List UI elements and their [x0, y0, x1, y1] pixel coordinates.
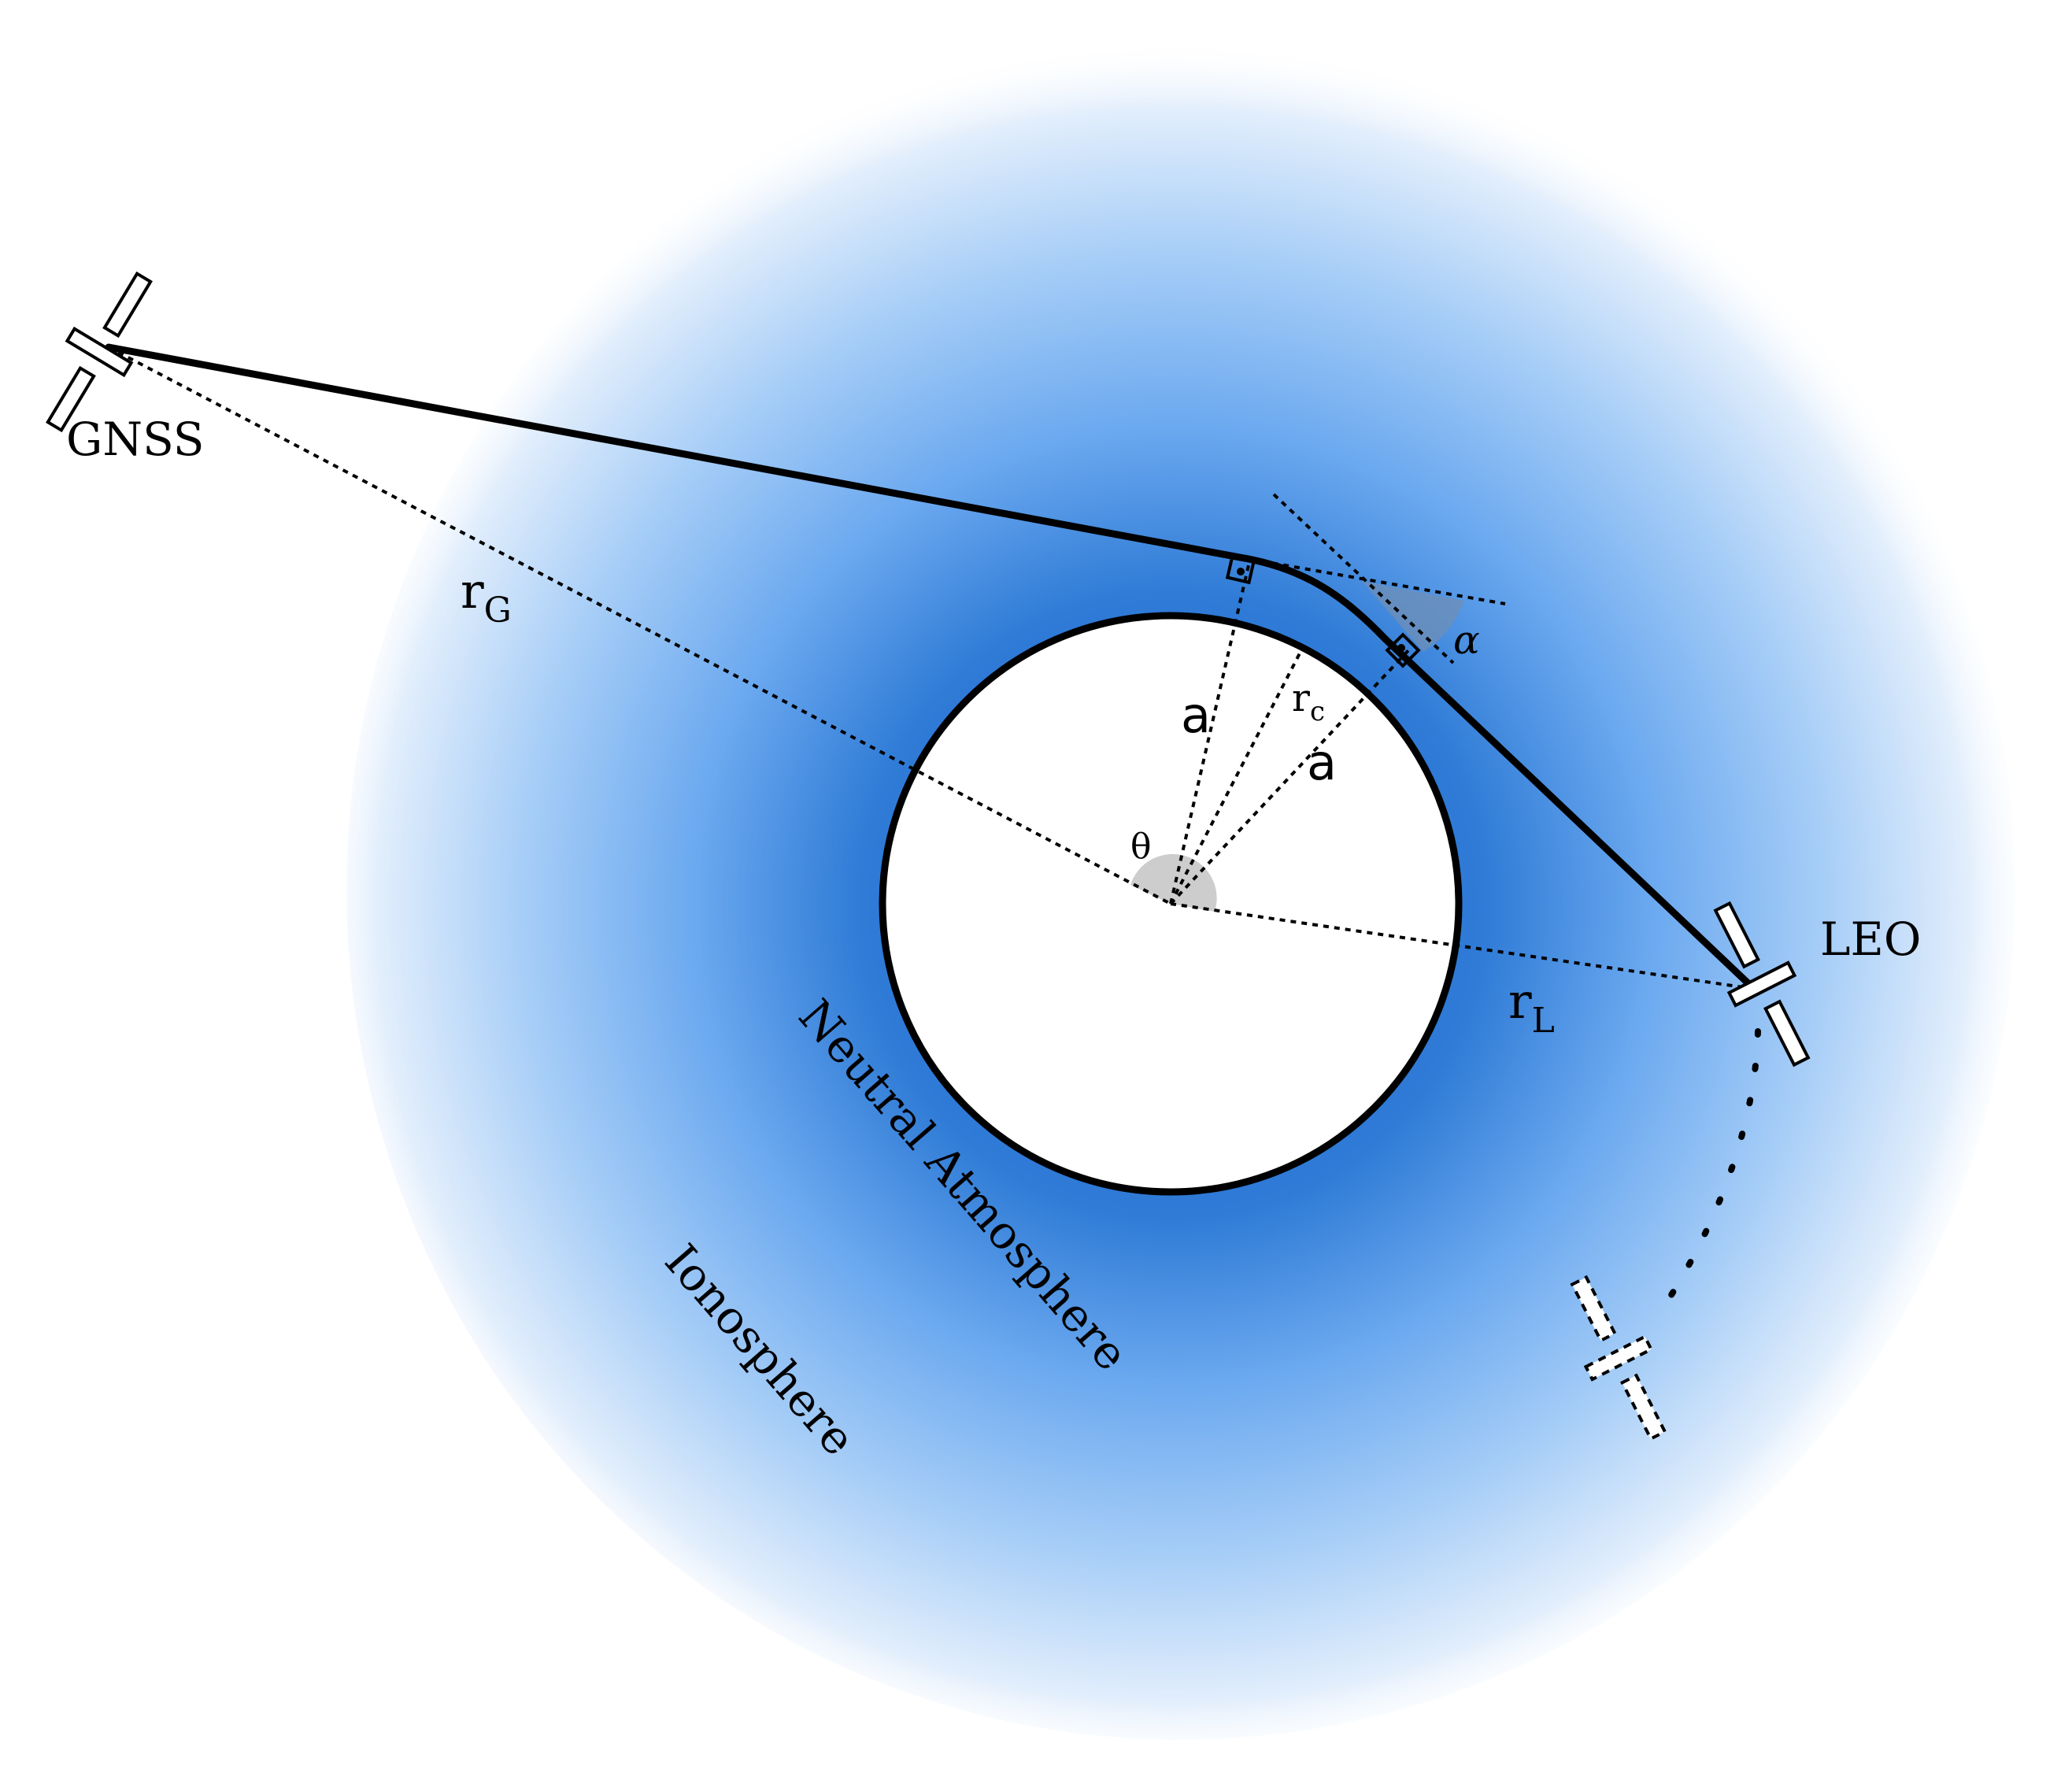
- theta-label: θ: [1130, 827, 1152, 867]
- a-right-line: [1169, 646, 1412, 905]
- r-g-sub: G: [484, 590, 512, 631]
- leo-orbit-dots: [1658, 1028, 1761, 1314]
- r-c-line: [1169, 649, 1303, 905]
- alpha-angle-wedge: [1362, 581, 1464, 652]
- signal-ray-path: [105, 343, 1758, 993]
- construction-lines: [108, 346, 1761, 1314]
- r-l-label: rL: [1508, 972, 1555, 1041]
- r-c-sub: c: [1310, 696, 1325, 727]
- leo-satellite-icon: [1713, 901, 1811, 1068]
- alpha-label: α: [1453, 617, 1480, 663]
- a-left-label: a: [1181, 686, 1211, 744]
- theta-angle-wedge: [1130, 853, 1217, 912]
- r-l-sub: L: [1532, 1001, 1555, 1041]
- a-right-label: a: [1307, 734, 1337, 791]
- gnss-label: GNSS: [66, 413, 205, 466]
- r-g-line: [108, 346, 1171, 905]
- gnss-satellite-icon: [46, 271, 153, 433]
- r-c-label: rc: [1292, 676, 1325, 727]
- outgoing-tangent-line: [1272, 493, 1455, 664]
- r-g-main: r: [461, 562, 484, 620]
- r-l-main: r: [1508, 972, 1532, 1030]
- future-leo-satellite-icon: [1570, 1275, 1667, 1441]
- leo-label: LEO: [1820, 912, 1921, 966]
- a-left-line: [1169, 564, 1250, 905]
- r-c-main: r: [1292, 676, 1310, 720]
- r-g-label: rG: [461, 562, 512, 631]
- right-angle-marker-2: [1385, 632, 1421, 668]
